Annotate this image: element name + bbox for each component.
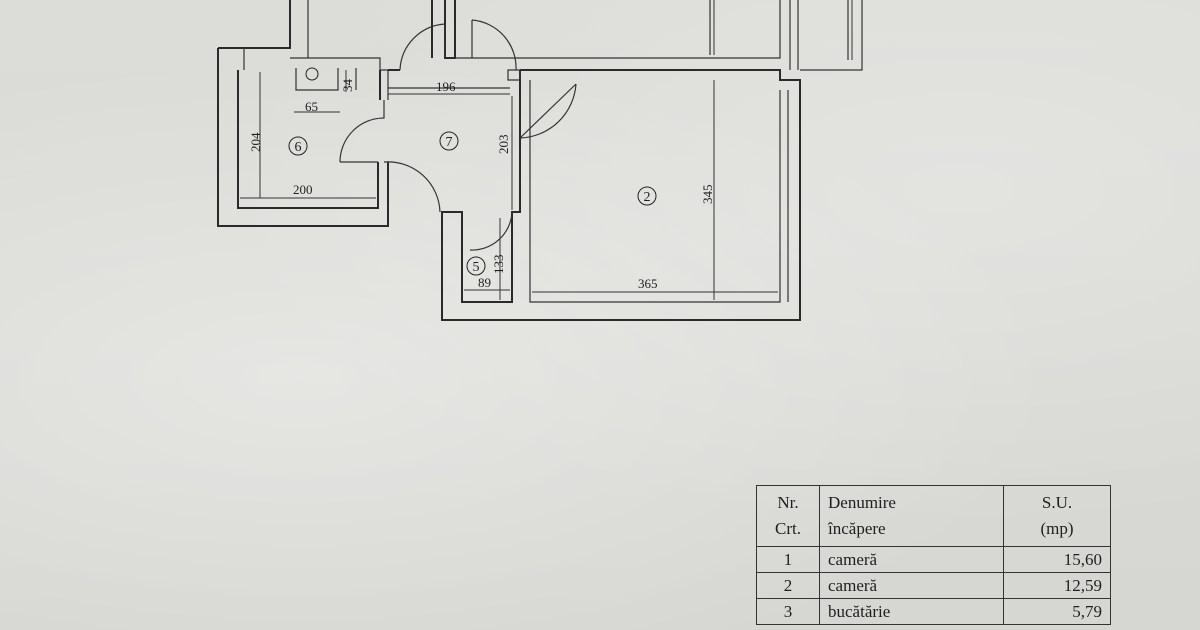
row-name: cameră [819, 572, 1004, 599]
dim-label-203: 203 [496, 135, 511, 155]
plan-dimension-lines [240, 0, 853, 300]
table-row: 2 cameră 12,59 [756, 572, 1111, 599]
room-marker-7: 7 [439, 131, 459, 151]
room-number-7: 7 [446, 135, 453, 150]
row-area: 12,59 [1003, 572, 1111, 599]
room-marker-6: 6 [288, 136, 308, 156]
drain-icon [305, 67, 319, 81]
dim-label-34: 34 [340, 79, 355, 93]
dim-label-365: 365 [638, 276, 658, 291]
header-area: S.U. (mp) [1003, 485, 1111, 547]
room-number-6: 6 [295, 140, 302, 155]
dim-label-133: 133 [491, 255, 506, 275]
row-area: 15,60 [1003, 546, 1111, 573]
row-nr: 2 [756, 572, 820, 599]
table-row: 3 bucătărie 5,79 [756, 598, 1111, 625]
header-area-line1: S.U. [1041, 493, 1073, 512]
dim-label-345: 345 [700, 185, 715, 205]
row-name: bucătărie [819, 598, 1004, 625]
plan-doors [339, 19, 577, 251]
room-area-table: Nr. Crt. Denumire încăpere S.U. (mp) 1 c… [756, 485, 1111, 625]
room-number-2: 2 [644, 190, 651, 205]
dim-label-204: 204 [248, 132, 263, 152]
row-name: cameră [819, 546, 1004, 573]
header-name-line1: Denumire [828, 493, 896, 512]
row-nr: 1 [756, 546, 820, 573]
header-nr-line2: Crt. [775, 519, 801, 538]
header-nr-line1: Nr. [777, 493, 799, 512]
header-area-line2: (mp) [1040, 519, 1074, 538]
table-row: 1 cameră 15,60 [756, 546, 1111, 573]
header-name-line2: încăpere [828, 519, 886, 538]
dim-label-200: 200 [293, 182, 313, 197]
dim-label-89: 89 [478, 275, 491, 290]
dim-label-196: 196 [436, 79, 456, 94]
header-name: Denumire încăpere [819, 485, 1004, 547]
room-marker-5: 5 [466, 256, 486, 276]
header-nr: Nr. Crt. [756, 485, 820, 547]
room-marker-2: 2 [637, 186, 657, 206]
row-area: 5,79 [1003, 598, 1111, 625]
dim-label-65: 65 [305, 99, 318, 114]
room-number-5: 5 [473, 260, 480, 275]
row-nr: 3 [756, 598, 820, 625]
plan-walls [217, 0, 863, 321]
table-header-row: Nr. Crt. Denumire încăpere S.U. (mp) [756, 485, 1111, 547]
